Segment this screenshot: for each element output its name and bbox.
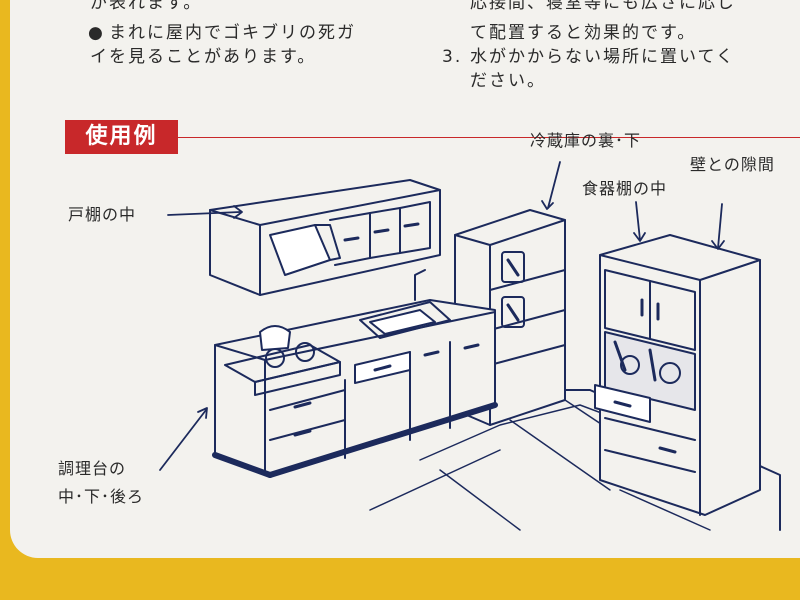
top-right-item3-line2: ださい。 <box>470 71 546 91</box>
section-rule <box>178 137 800 138</box>
top-right-item3-number: 3. <box>442 47 463 67</box>
top-right-line2: て配置すると効果的です。 <box>470 23 697 43</box>
callout-fridge: 冷蔵庫の裏･下 <box>530 131 642 150</box>
wall-cabinet <box>209 179 441 296</box>
kitchen-illustration <box>159 161 781 531</box>
kitchen-counter <box>212 269 498 478</box>
callout-cabinet: 戸棚の中 <box>68 205 137 224</box>
instruction-card: が表れます。 ● まれに屋内でゴキブリの死ガ イを見ることがあります。 応接間、… <box>10 0 800 558</box>
top-right-line1: 応接間、寝室等にも広さに応じ <box>470 0 736 13</box>
callout-arrows <box>159 161 725 471</box>
top-left-line1: が表れます。 <box>90 0 203 13</box>
callout-dish-shelf: 食器棚の中 <box>582 179 668 198</box>
top-left-line3: イを見ることがあります。 <box>90 47 317 67</box>
top-left-line2: まれに屋内でゴキブリの死ガ <box>109 23 356 43</box>
top-left-bullet: ● <box>88 23 105 43</box>
dish-shelf <box>594 234 761 516</box>
callout-wall-gap: 壁との隙間 <box>690 155 775 174</box>
section-title: 使用例 <box>65 120 178 154</box>
callout-counter-line2: 中･下･後ろ <box>58 487 145 506</box>
top-right-item3-line1: 水がかからない場所に置いてく <box>470 47 735 67</box>
callout-counter-line1: 調理台の <box>58 459 127 478</box>
